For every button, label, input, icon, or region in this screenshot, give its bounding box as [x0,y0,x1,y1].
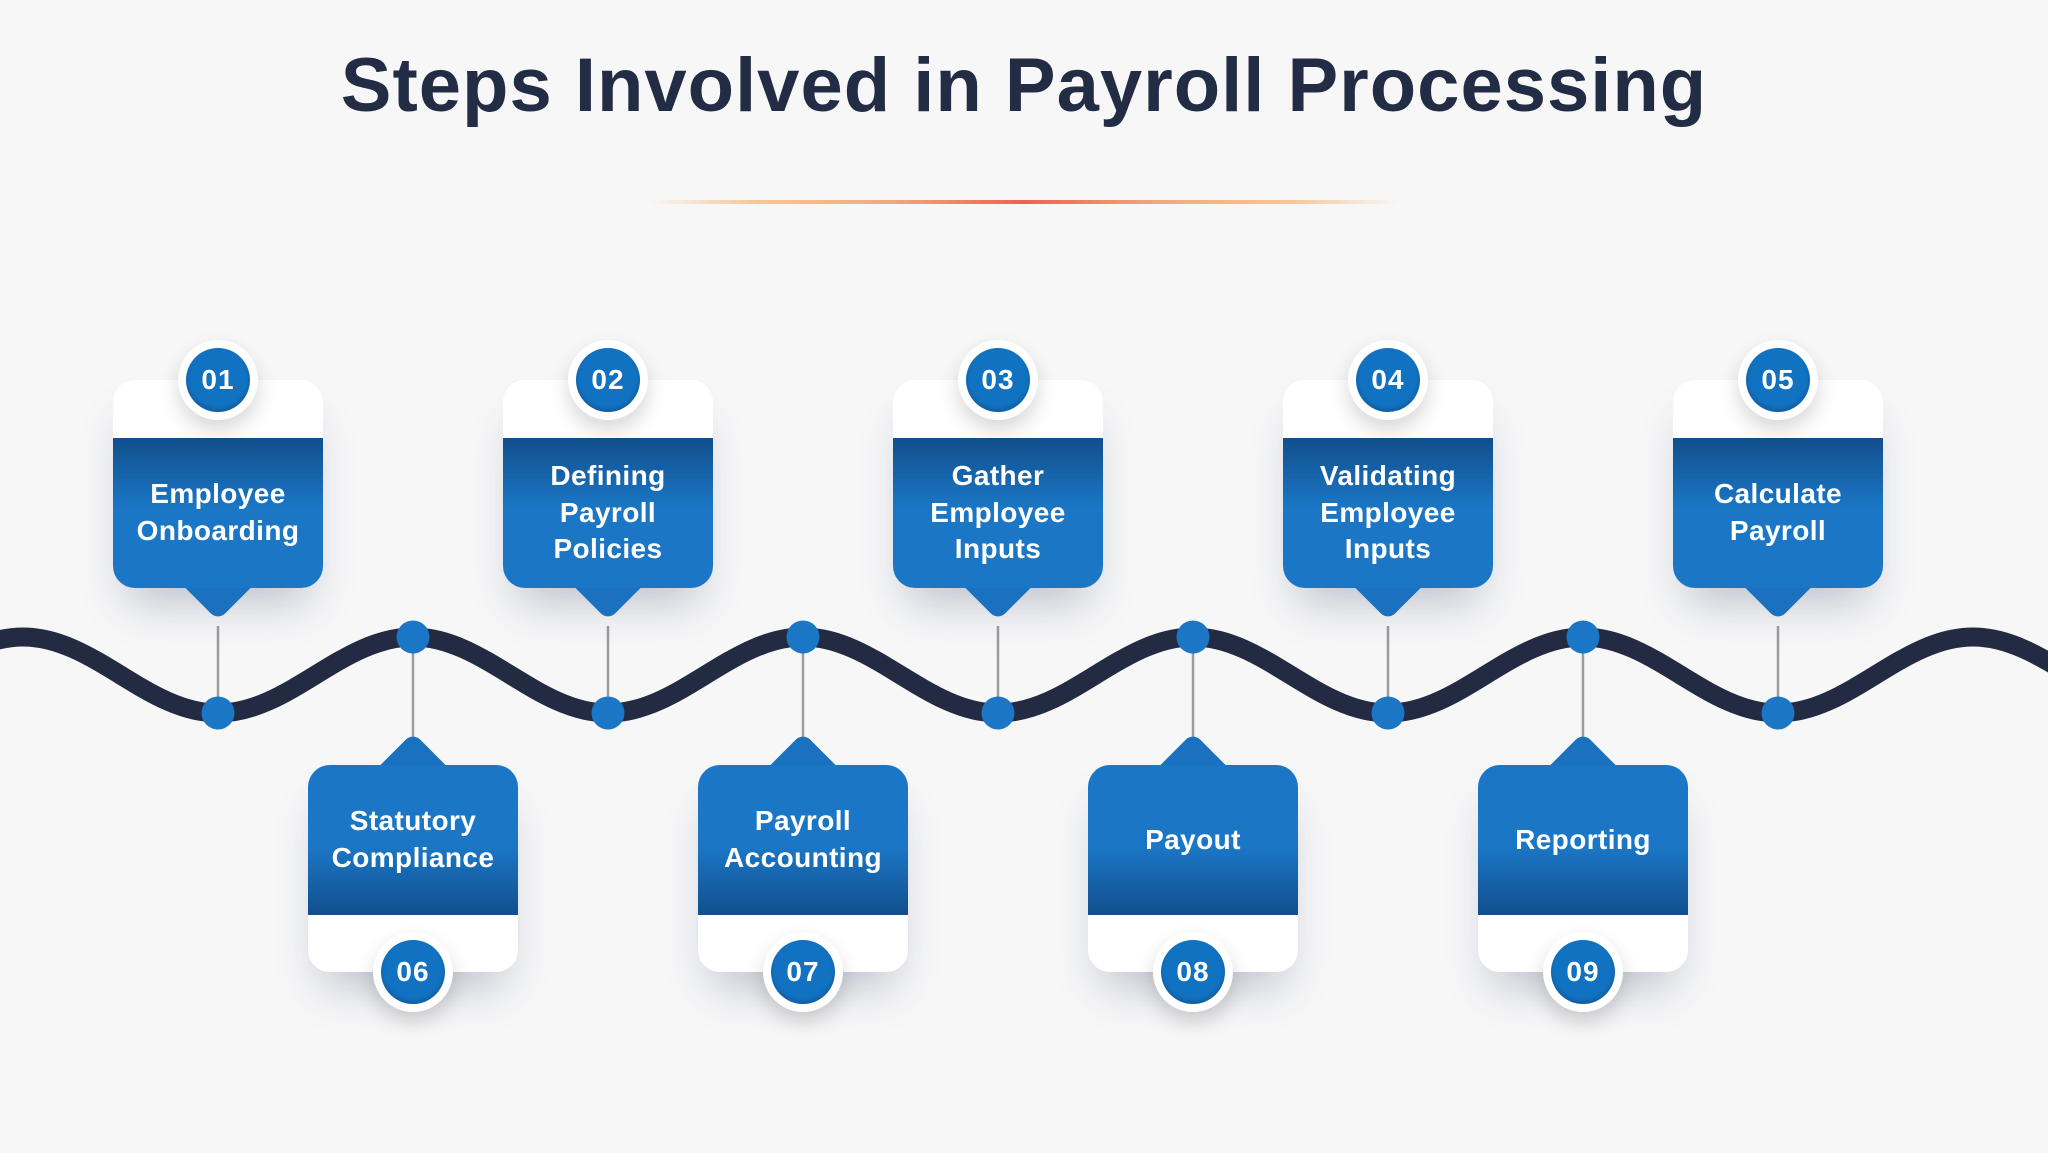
timeline-node-05 [1761,696,1795,730]
step-number: 06 [396,956,430,987]
step-number: 02 [591,364,625,395]
step-number-badge: 02 [568,340,648,420]
timeline-curve [0,627,2048,723]
card-blue-band: Payout [1088,765,1298,915]
step-number: 07 [786,956,820,987]
step-number-badge: 06 [373,932,453,1012]
step-number-badge: 08 [1153,932,1233,1012]
card-blue-band: Payroll Accounting [698,765,908,915]
step-card-02: Defining Payroll Policies 02 [503,340,713,621]
badge-circle: 06 [381,940,445,1004]
timeline-node-02 [591,696,625,730]
step-number-badge: 03 [958,340,1038,420]
step-number: 03 [981,364,1015,395]
timeline-node-08 [1176,620,1210,654]
step-card-03: Gather Employee Inputs 03 [893,340,1103,621]
step-label: Payout [1145,823,1241,855]
badge-circle: 03 [966,348,1030,412]
step-number-badge: 01 [178,340,258,420]
title-divider [650,200,1398,204]
step-number: 04 [1371,364,1405,395]
badge-circle: 02 [576,348,640,412]
step-number: 09 [1566,956,1600,987]
card-blue-band: Gather Employee Inputs [893,438,1103,588]
badge-circle: 05 [1746,348,1810,412]
step-card-06: Statutory Compliance 06 [308,732,518,1012]
timeline-node-03 [981,696,1015,730]
badge-circle: 09 [1551,940,1615,1004]
step-card-09: Reporting 09 [1478,732,1688,1012]
step-label: Calculate Payroll [1713,478,1843,546]
step-label: Gather Employee Inputs [930,459,1066,565]
badge-circle: 08 [1161,940,1225,1004]
card-blue-band: Reporting [1478,765,1688,915]
card-blue-band: Employee Onboarding [113,438,323,588]
step-label: Statutory Compliance [331,805,495,873]
step-card-08: Payout 08 [1088,732,1298,1012]
step-label: Validating Employee Inputs [1319,459,1457,565]
step-card-01: Employee Onboarding 01 [113,340,323,621]
timeline-node-09 [1566,620,1600,654]
step-card-05: Calculate Payroll 05 [1673,340,1883,621]
step-label: Employee Onboarding [136,478,300,546]
timeline-node-07 [786,620,820,654]
badge-circle: 07 [771,940,835,1004]
step-label: Reporting [1515,823,1651,855]
timeline-node-04 [1371,696,1405,730]
step-card-07: Payroll Accounting 07 [698,732,908,1012]
step-label: Defining Payroll Policies [550,459,666,565]
step-card-04: Validating Employee Inputs 04 [1283,340,1493,621]
badge-circle: 04 [1356,348,1420,412]
card-blue-band: Statutory Compliance [308,765,518,915]
step-number: 01 [201,364,235,395]
timeline-nodes [201,620,1795,730]
step-number-badge: 09 [1543,932,1623,1012]
card-blue-band: Calculate Payroll [1673,438,1883,588]
step-label: Payroll Accounting [724,805,882,873]
step-number-badge: 07 [763,932,843,1012]
card-blue-band: Validating Employee Inputs [1283,438,1493,588]
badge-circle: 01 [186,348,250,412]
timeline-node-06 [396,620,430,654]
timeline-node-01 [201,696,235,730]
step-number-badge: 05 [1738,340,1818,420]
card-blue-band: Defining Payroll Policies [503,438,713,588]
step-number: 05 [1761,364,1795,395]
page-title: Steps Involved in Payroll Processing [340,43,1708,128]
step-number-badge: 04 [1348,340,1428,420]
step-number: 08 [1176,956,1210,987]
